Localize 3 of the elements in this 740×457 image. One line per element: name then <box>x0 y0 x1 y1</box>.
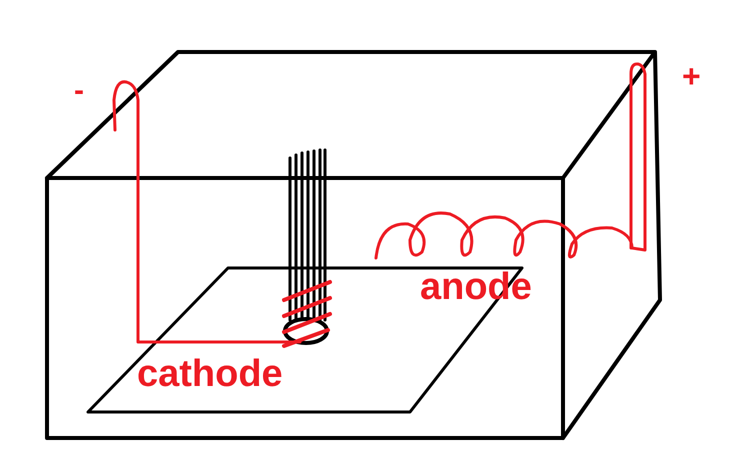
polarity-sign: - <box>74 76 84 106</box>
polarity-sign: + <box>682 60 701 92</box>
cathode-label: cathode <box>137 355 283 393</box>
